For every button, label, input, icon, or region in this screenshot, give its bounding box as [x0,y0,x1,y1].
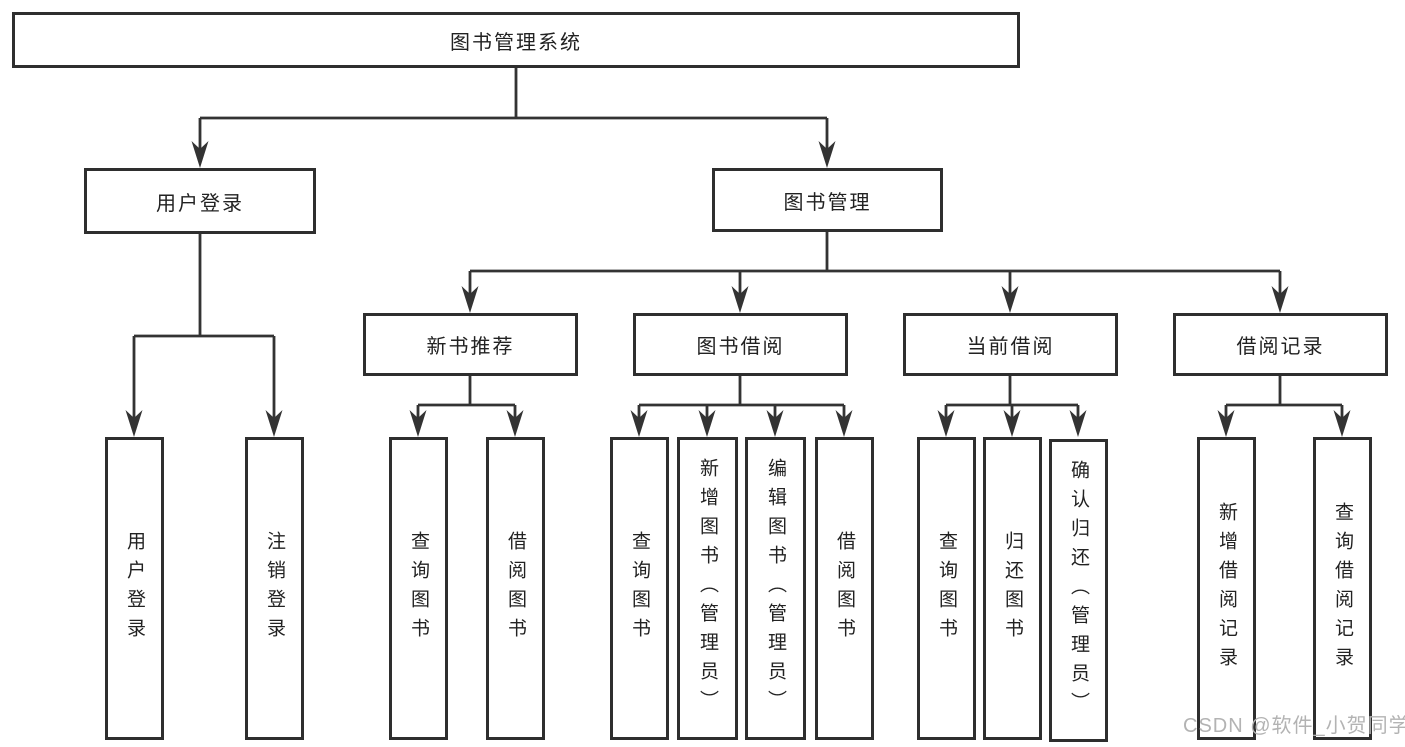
leaf-borrow-books-recommend: 借阅图书 [486,437,545,740]
node-label: 图书管理系统 [450,31,582,54]
node-label: 用户登录 [124,530,145,647]
arrow-down-icon [409,410,427,437]
arrowheads [125,141,1351,437]
arrow-down-icon [506,410,524,437]
csdn-watermark: CSDN @软件_小贺同学 [1183,715,1405,737]
arrow-down-icon [937,410,955,437]
node-label: 归还图书 [1002,530,1023,647]
arrow-down-icon [818,141,836,168]
node-label: 图书借阅 [696,336,785,358]
node-label: 新增借阅记录 [1216,501,1237,676]
node-label: 注销登录 [264,530,285,647]
arrow-down-icon [1003,410,1021,437]
leaf-return-books: 归还图书 [983,437,1042,740]
arrow-down-icon [1069,410,1087,437]
node-label: 编辑图书（管理员） [765,458,786,719]
arrow-down-icon [1001,286,1019,313]
leaf-query-books-recommend: 查询图书 [389,437,448,740]
arrow-down-icon [766,410,784,437]
arrow-down-icon [461,286,479,313]
arrow-down-icon [125,410,143,437]
leaf-edit-books-admin: 编辑图书（管理员） [745,437,806,740]
leaf-query-books-borrowing: 查询图书 [610,437,669,740]
arrow-down-icon [191,141,209,168]
arrow-down-icon [265,410,283,437]
node-label: 用户登录 [156,192,244,215]
leaf-borrow-books-borrowing: 借阅图书 [815,437,874,740]
node-label: 查询借阅记录 [1332,501,1353,676]
node-root-system: 图书管理系统 [12,12,1020,68]
node-borrowing-records: 借阅记录 [1173,313,1388,376]
leaf-confirm-return-admin: 确认归还（管理员） [1049,439,1108,742]
node-label: 借阅图书 [834,530,855,647]
node-label: 新书推荐 [426,336,515,358]
node-label: 查询图书 [408,530,429,647]
arrow-down-icon [835,410,853,437]
node-label: 借阅图书 [505,530,526,647]
node-label: 新增图书（管理员） [697,458,718,719]
arrow-down-icon [731,286,749,313]
node-new-book-recommend: 新书推荐 [363,313,578,376]
node-book-borrowing: 图书借阅 [633,313,848,376]
arrow-down-icon [1333,410,1351,437]
arrow-down-icon [1217,410,1235,437]
node-label: 确认归还（管理员） [1068,460,1089,721]
leaf-logout: 注销登录 [245,437,304,740]
leaf-user-login: 用户登录 [105,437,164,740]
leaf-add-books-admin: 新增图书（管理员） [677,437,738,740]
arrow-down-icon [1271,286,1289,313]
connector-lines [132,68,1344,421]
leaf-query-books-current: 查询图书 [917,437,976,740]
node-label: 查询图书 [629,530,650,647]
node-current-borrowing: 当前借阅 [903,313,1118,376]
node-label: 图书管理 [783,191,872,214]
node-label: 借阅记录 [1236,336,1325,358]
leaf-query-borrow-record: 查询借阅记录 [1313,437,1372,740]
node-label: 查询图书 [936,530,957,647]
node-label: 当前借阅 [966,336,1055,358]
leaf-add-borrow-record: 新增借阅记录 [1197,437,1256,740]
arrow-down-icon [698,410,716,437]
arrow-down-icon [630,410,648,437]
node-user-login: 用户登录 [84,168,316,234]
node-book-management: 图书管理 [712,168,943,232]
